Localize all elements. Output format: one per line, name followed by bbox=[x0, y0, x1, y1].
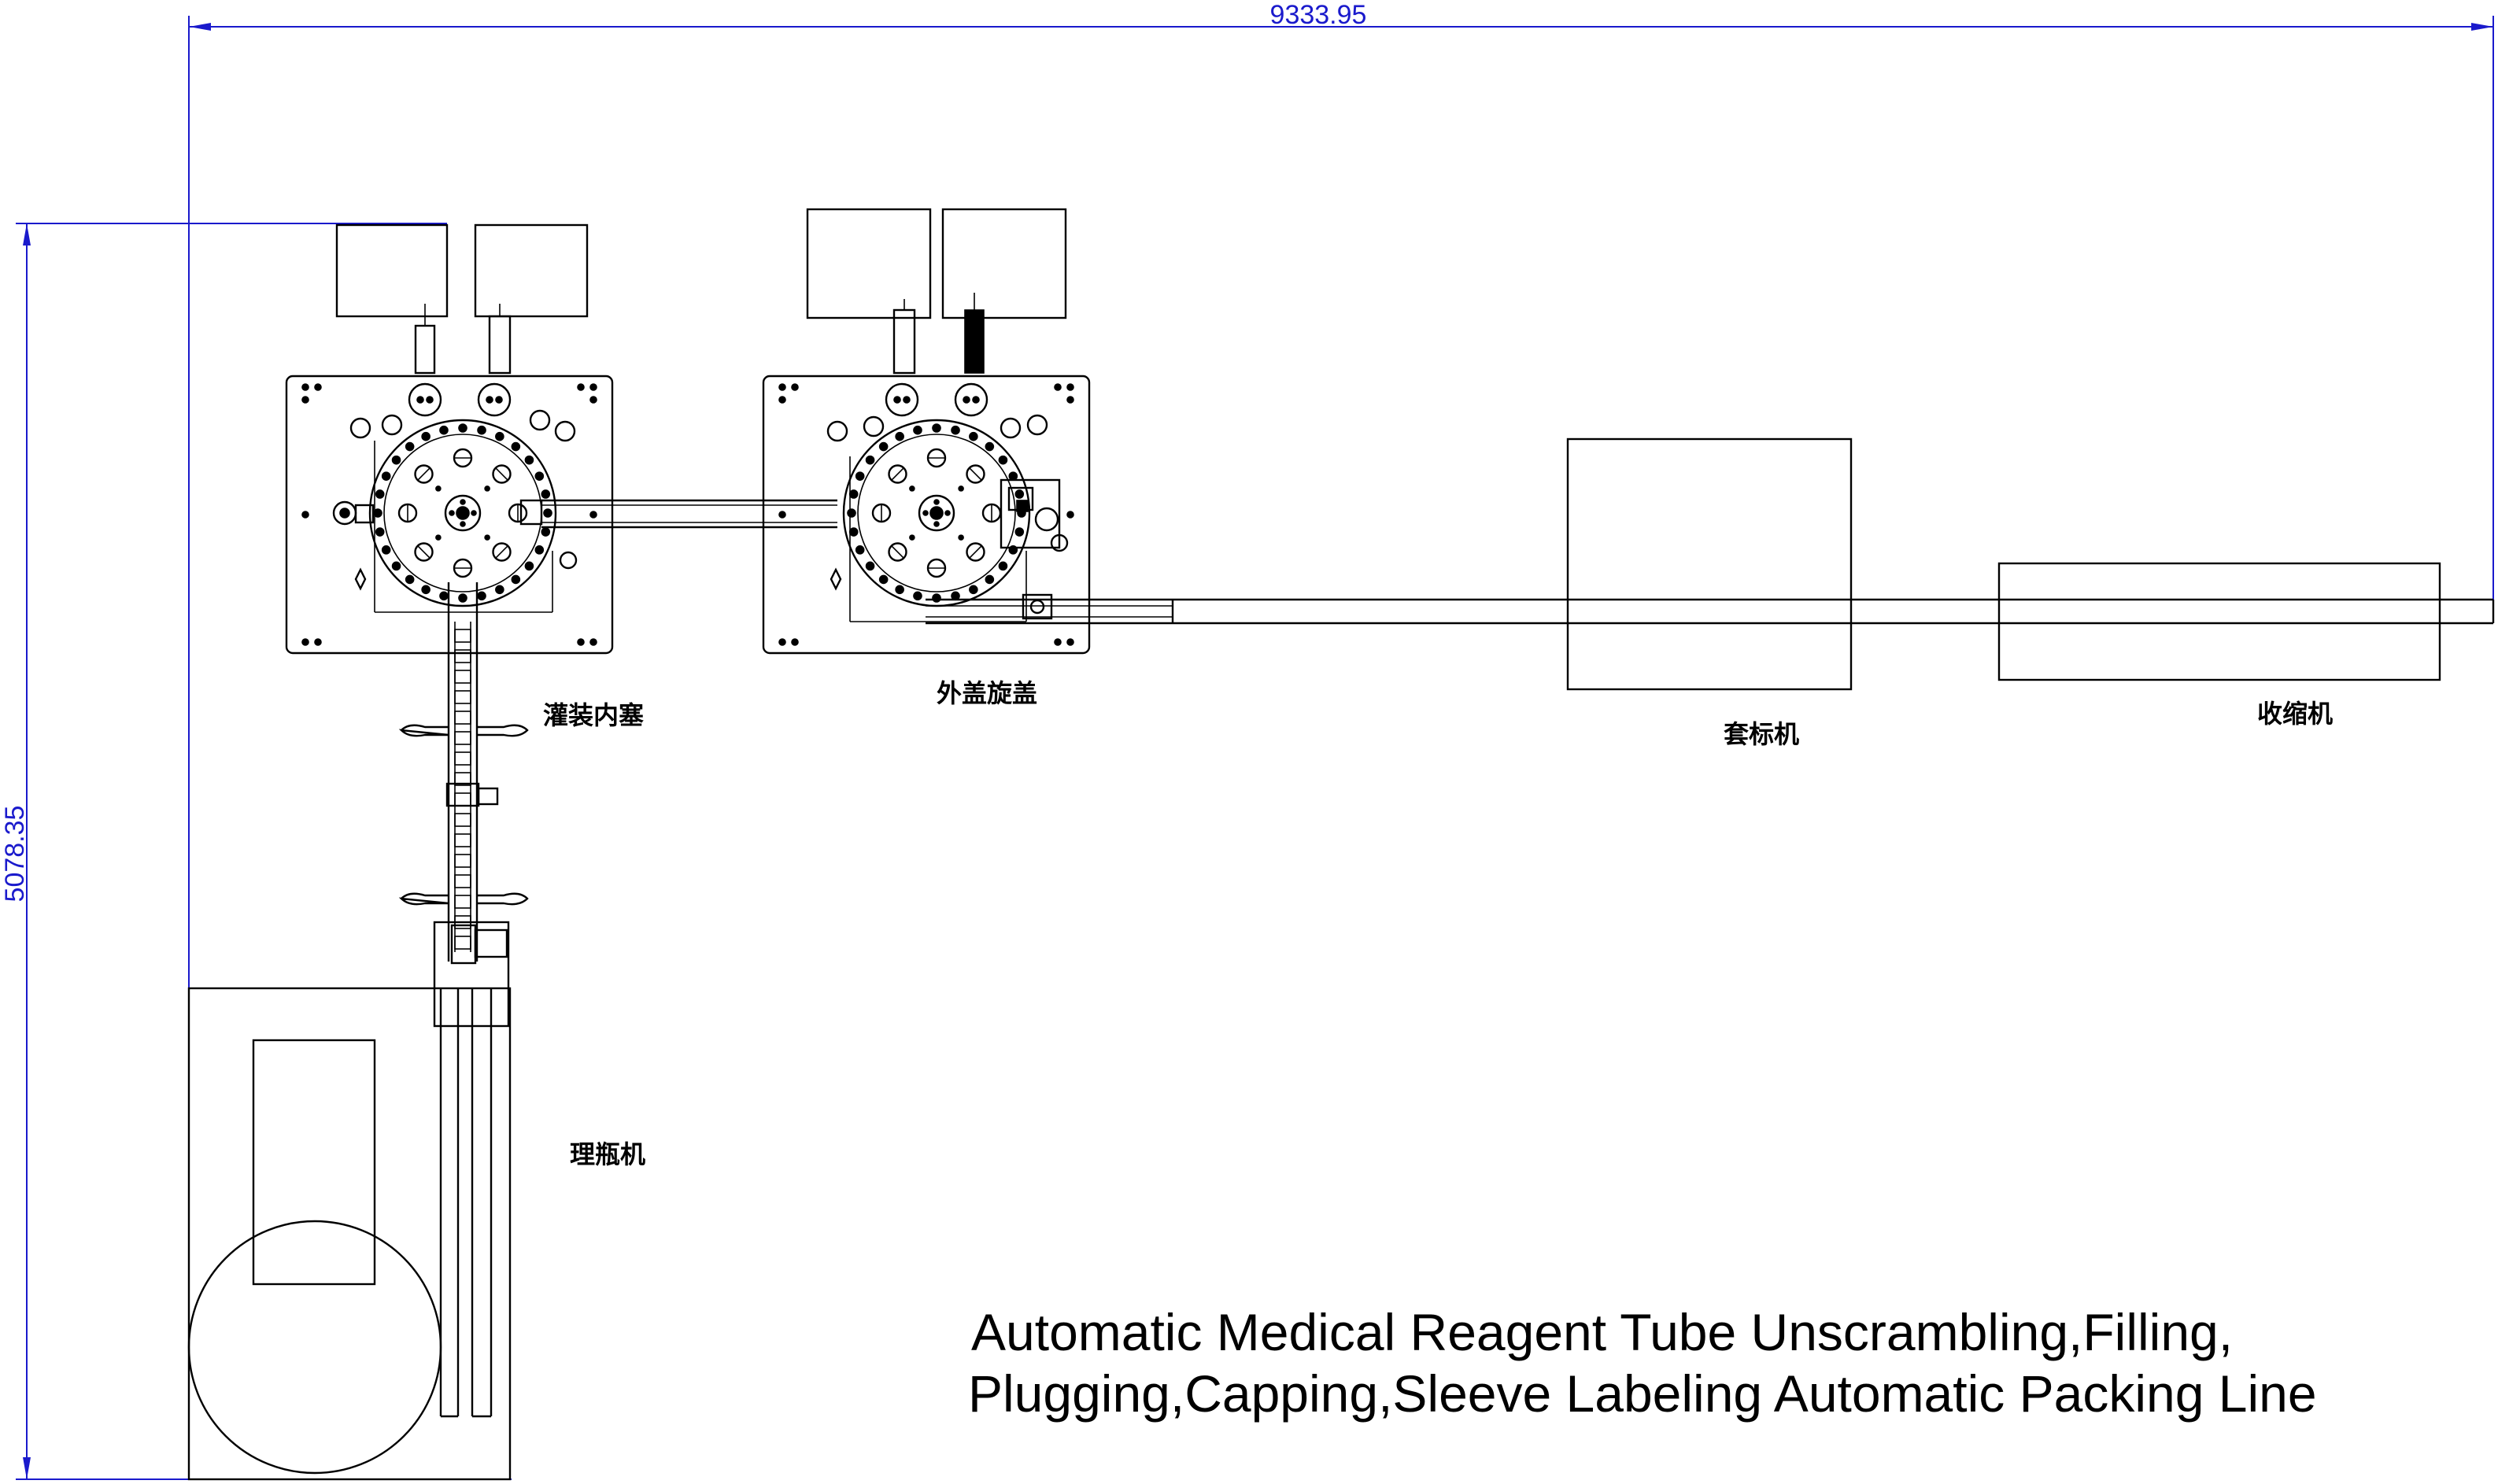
outer-capping-label: 外盖旋盖 bbox=[937, 678, 1037, 708]
drawing-title-line2: Plugging,Capping,Sleeve Labeling Automat… bbox=[968, 1364, 2317, 1423]
bottle-unscrambler bbox=[187, 921, 512, 1481]
sleeve-labeler-label: 套标机 bbox=[1724, 719, 1799, 749]
dimension-lines bbox=[16, 16, 2494, 1480]
shrink-tunnel-label: 收缩机 bbox=[2257, 699, 2333, 729]
outer-capping-machine bbox=[762, 208, 1091, 655]
capping-machine-bolt-holes bbox=[778, 383, 1074, 646]
overall-length-dimension: 9333.95 bbox=[1270, 0, 1367, 30]
feed-conveyor-chain bbox=[454, 629, 471, 950]
filling-starwheel bbox=[368, 419, 557, 607]
filling-machine-bolt-holes bbox=[301, 383, 597, 646]
overall-width-dimension: 5078.35 bbox=[0, 806, 30, 903]
shrink-tunnel bbox=[1997, 562, 2441, 681]
transfer-conveyor bbox=[541, 499, 837, 529]
drawing-title-line1: Automatic Medical Reagent Tube Unscrambl… bbox=[971, 1303, 2233, 1361]
capping-starwheel bbox=[842, 419, 1031, 607]
sleeve-labeler bbox=[1566, 437, 1853, 691]
filling-plugging-machine bbox=[285, 223, 614, 655]
bottle-unscrambler-label: 理瓶机 bbox=[570, 1139, 645, 1169]
output-conveyor bbox=[926, 598, 2495, 625]
filling-plugging-label: 灌装内塞 bbox=[543, 700, 644, 730]
